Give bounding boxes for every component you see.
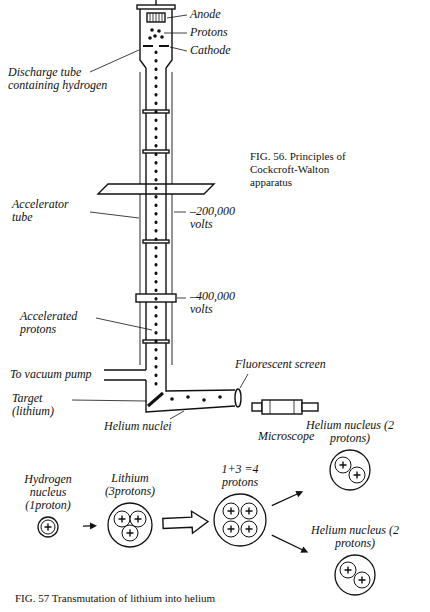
hollow-arrow — [163, 511, 208, 533]
node-label-group: Lithium (3protons) — [99, 472, 161, 498]
proton-symbol — [349, 467, 365, 483]
proton-symbol — [41, 520, 55, 534]
figure-caption: FIG. 57 Transmutation of lithium into he… — [15, 592, 215, 605]
nucleus-node: Hydrogen nucleus (1proton) — [15, 473, 81, 539]
part-label: Protons — [190, 26, 228, 39]
nucleus-label: Helium nucleus (2 protons) — [305, 419, 395, 445]
leader-lines — [72, 15, 248, 419]
nucleus-label: Hydrogen nucleus (1proton) — [15, 473, 81, 512]
part-label: Anode — [190, 8, 221, 21]
helium-dots — [170, 395, 222, 402]
proton-symbol — [114, 511, 130, 527]
proton-symbol — [223, 503, 239, 519]
nucleus-outline — [38, 517, 58, 537]
part-label: To vacuum pump — [10, 368, 92, 381]
cathode-plate — [143, 45, 169, 47]
node-label-group: 1+3 =4 protons — [210, 463, 270, 489]
proton-symbol — [130, 511, 146, 527]
nucleus-label: Lithium (3protons) — [99, 472, 161, 498]
lithium-target — [148, 393, 163, 406]
nucleus-circle — [212, 492, 268, 548]
microscope — [252, 400, 318, 414]
nucleus-node: Lithium (3protons) — [99, 472, 161, 549]
arrowhead — [90, 522, 97, 529]
nucleus-node: Helium nucleus (2 protons) — [310, 524, 400, 597]
nucleus-label: 1+3 =4 protons — [210, 463, 270, 489]
proton-symbol — [354, 572, 370, 588]
anode-grid — [147, 13, 165, 22]
nucleus-circle — [36, 515, 60, 539]
nucleus-node: 1+3 =4 protons — [210, 463, 270, 548]
proton-beam — [155, 52, 158, 392]
part-label: Accelerated protons — [20, 310, 98, 336]
protons-dots — [148, 28, 164, 40]
part-label: Accelerator tube — [12, 198, 90, 224]
voltage-label: –200,000 volts — [190, 205, 248, 231]
tube-casing — [140, 72, 172, 365]
node-label-group: Hydrogen nucleus (1proton) — [15, 473, 81, 512]
voltage-label: –400,000 volts — [190, 290, 248, 316]
nucleus-node: Helium nucleus (2 protons) — [305, 419, 395, 492]
proton-symbol — [122, 525, 138, 541]
proton-symbol — [335, 457, 351, 473]
arrow-shaft — [272, 494, 298, 506]
part-label: Fluorescent screen — [235, 358, 326, 371]
proton-symbol — [223, 521, 239, 537]
proton-symbol — [241, 503, 257, 519]
proton-symbol — [241, 521, 257, 537]
fluorescent-screen — [235, 389, 241, 407]
nucleus-circle — [333, 553, 377, 597]
reaction-arrow — [272, 491, 303, 506]
top-cap — [137, 5, 175, 9]
part-label: Target (lithium) — [12, 392, 74, 418]
nucleus-outline — [108, 503, 152, 547]
node-label-group: Helium nucleus (2 protons) — [305, 419, 395, 445]
part-label: Discharge tube containing hydrogen — [8, 66, 120, 92]
reaction-arrow — [272, 535, 308, 553]
part-label: Helium nuclei — [104, 420, 172, 433]
nucleus-outline — [214, 494, 266, 546]
reaction-arrow — [83, 522, 97, 529]
node-label-group: Helium nucleus (2 protons) — [310, 524, 400, 550]
nucleus-circle — [328, 448, 372, 492]
nucleus-outline — [335, 555, 375, 595]
part-label: Microscope — [258, 430, 314, 443]
arrowhead — [300, 546, 308, 552]
nucleus-label: Helium nucleus (2 protons) — [310, 524, 400, 550]
part-label: Cathode — [190, 44, 231, 57]
figure-caption: FIG. 56. Principles of Cockcroft-Walton … — [250, 150, 370, 189]
reaction-arrow — [163, 511, 208, 533]
nucleus-outline — [330, 450, 370, 490]
arrowhead — [295, 491, 303, 497]
nucleus-circle — [106, 501, 154, 549]
vacuum-pipe — [104, 370, 146, 380]
arrow-shaft — [272, 535, 303, 550]
proton-symbol — [340, 562, 356, 578]
arrow-shaft — [83, 525, 91, 526]
top-rod — [155, 0, 156, 5]
